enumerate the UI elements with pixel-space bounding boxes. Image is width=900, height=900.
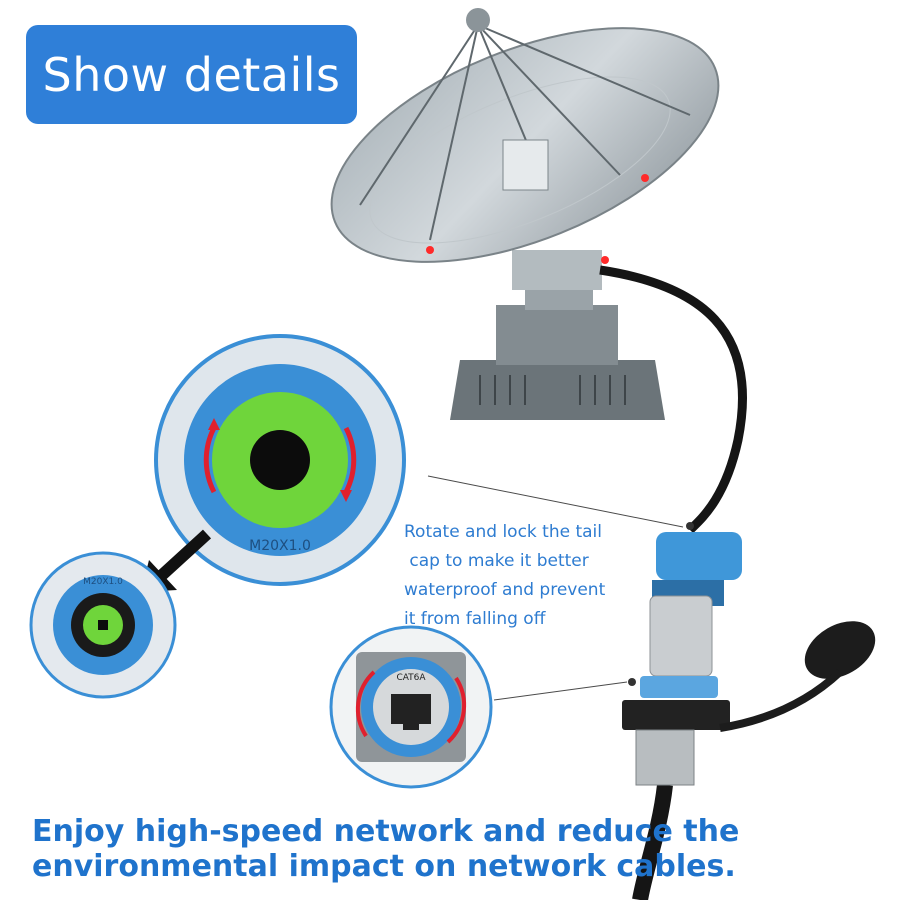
tail-cap-small: M20X1.0 <box>29 551 177 699</box>
caption-line: waterproof and prevent <box>404 580 606 600</box>
caption-line: it from falling off <box>404 609 546 629</box>
headline-line: environmental impact on network cables. <box>32 849 736 884</box>
rj45-port-icon <box>391 694 431 730</box>
jack-marking: CAT6A <box>396 673 426 683</box>
headline: Enjoy high-speed network and reduce the … <box>32 814 740 884</box>
satellite-dish-icon <box>330 8 720 420</box>
rotate-lock-caption: Rotate and lock the tail cap to make it … <box>404 518 644 634</box>
headline-line: Enjoy high-speed network and reduce the <box>32 814 740 849</box>
show-details-label: Show details <box>42 47 341 102</box>
caption-line: cap to make it better <box>404 551 589 571</box>
rj45-closeup: CAT6A <box>329 625 493 789</box>
caption-line: Rotate and lock the tail <box>404 522 602 542</box>
rotate-arrow-icon <box>203 426 357 494</box>
show-details-button[interactable]: Show details <box>26 25 357 124</box>
cap-marking-small: M20X1.0 <box>83 577 123 587</box>
tail-cap-closeup: M20X1.0 <box>154 334 406 586</box>
cap-marking-large: M20X1.0 <box>249 538 311 554</box>
